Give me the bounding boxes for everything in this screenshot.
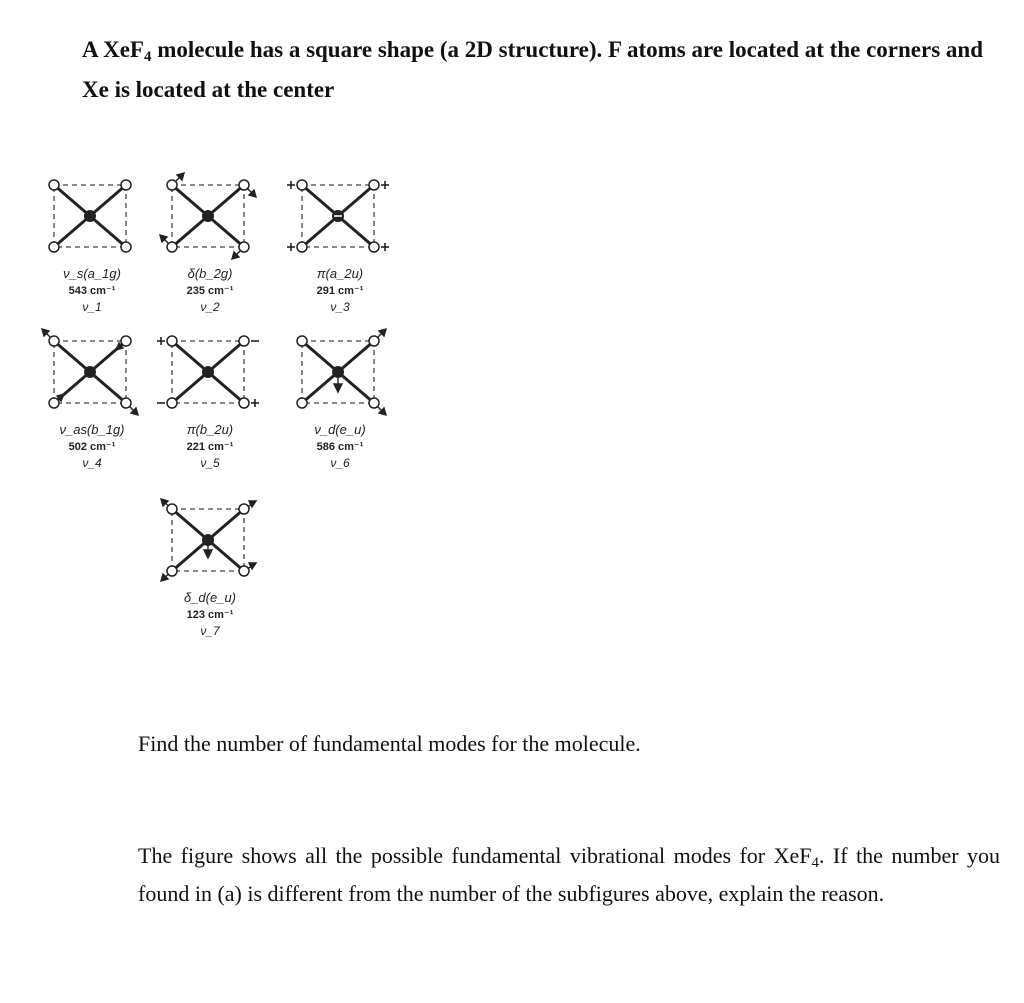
mode-v4-diagram — [40, 327, 140, 417]
mode-v1-diagram — [48, 179, 132, 253]
mode-v7: δ_d(e_u) 123 cm⁻¹ ν_7 — [155, 497, 265, 675]
mode-v3: π(a_2u) 291 cm⁻¹ ν_3 — [285, 176, 395, 351]
mode-v1-frequency: 543 cm⁻¹ — [68, 285, 116, 297]
mode-v5-label: ν_5 — [200, 456, 220, 470]
mode-v3-label: ν_3 — [330, 300, 350, 314]
mode-v4-frequency: 502 cm⁻¹ — [68, 441, 116, 453]
mode-v3-diagram — [287, 179, 389, 253]
mode-v5: π(b_2u) 221 cm⁻¹ ν_5 — [155, 332, 265, 507]
mode-v2-symmetry: δ(b_2g) — [187, 266, 233, 281]
mode-v6-frequency: 586 cm⁻¹ — [316, 441, 364, 453]
mode-v7-diagram — [159, 497, 258, 583]
question-b: The figure shows all the possible fundam… — [138, 843, 1001, 906]
mode-v7-label: ν_7 — [200, 624, 220, 638]
mode-v3-frequency: 291 cm⁻¹ — [316, 285, 364, 297]
mode-v2-frequency: 235 cm⁻¹ — [186, 285, 234, 297]
mode-v3-symmetry: π(a_2u) — [316, 266, 364, 281]
mode-v2-diagram — [158, 171, 258, 261]
question-a: Find the number of fundamental modes for… — [138, 731, 641, 756]
mode-v5-diagram — [157, 335, 259, 409]
mode-v6: ν_d(e_u) 586 cm⁻¹ ν_6 — [285, 327, 395, 507]
mode-v5-frequency: 221 cm⁻¹ — [186, 441, 234, 453]
mode-v6-diagram — [296, 327, 388, 417]
mode-v6-symmetry: ν_d(e_u) — [314, 422, 366, 437]
mode-v4-label: ν_4 — [82, 456, 102, 470]
intro-text: A XeF4 molecule has a square shape (a 2D… — [82, 37, 983, 102]
mode-v1: ν_s(a_1g) 543 cm⁻¹ ν_1 — [37, 176, 147, 351]
mode-v7-frequency: 123 cm⁻¹ — [186, 609, 234, 621]
mode-v5-symmetry: π(b_2u) — [186, 422, 234, 437]
mode-v2: δ(b_2g) 235 cm⁻¹ ν_2 — [155, 171, 265, 351]
mode-v4: ν_as(b_1g) 502 cm⁻¹ ν_4 — [37, 327, 147, 507]
mode-v4-symmetry: ν_as(b_1g) — [59, 422, 125, 437]
mode-v1-label: ν_1 — [82, 300, 102, 314]
mode-v2-label: ν_2 — [200, 300, 220, 314]
mode-v6-label: ν_6 — [330, 456, 350, 470]
mode-v7-symmetry: δ_d(e_u) — [183, 590, 237, 605]
mode-v1-symmetry: ν_s(a_1g) — [63, 266, 121, 281]
